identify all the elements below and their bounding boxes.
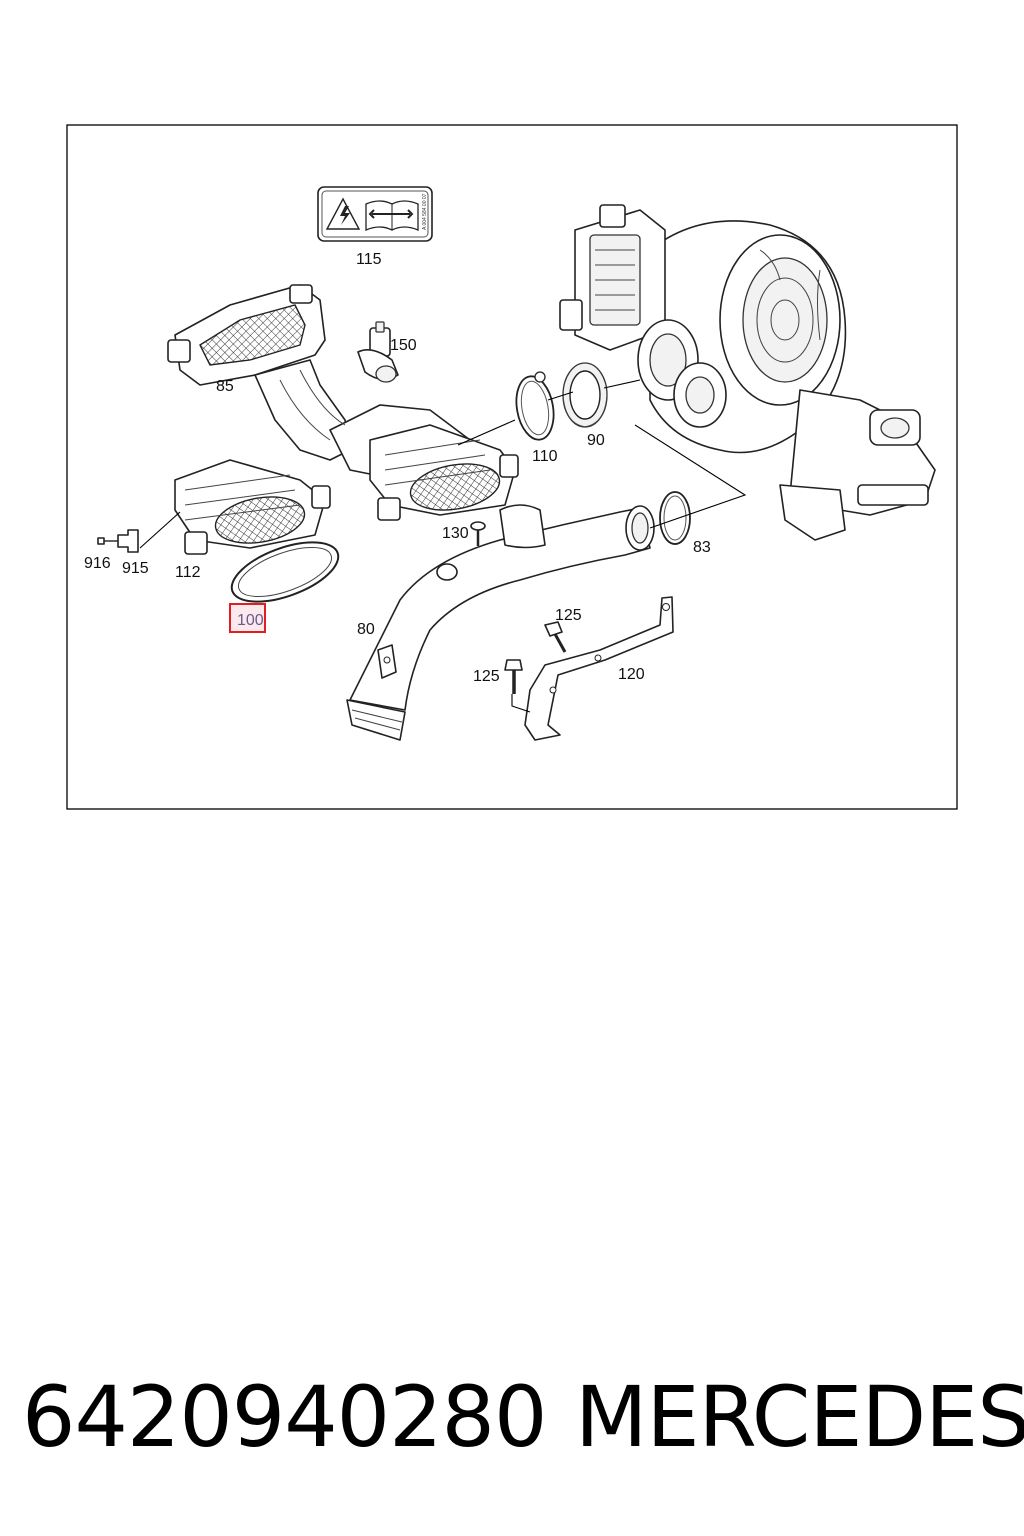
callout-90[interactable]: 90: [587, 432, 605, 449]
bracket-part-120[interactable]: [524, 596, 674, 741]
callout-110[interactable]: 110: [532, 448, 558, 465]
connector-part-915-916[interactable]: [97, 529, 139, 553]
svg-text:A 004 584 00 07: A 004 584 00 07: [422, 193, 428, 230]
callout-80[interactable]: 80: [357, 621, 375, 638]
lightning-bolt-icon: [340, 206, 350, 225]
seal-ring-part-83[interactable]: [659, 491, 691, 545]
bolt-part-125-lower[interactable]: [504, 659, 523, 694]
turbocharger-assembly: [559, 204, 936, 541]
seal-ring-part-100[interactable]: [224, 530, 346, 613]
callout-112[interactable]: 112: [175, 564, 201, 581]
warning-label-part-115[interactable]: A 004 584 00 07: [317, 186, 433, 242]
callout-915[interactable]: 915: [122, 560, 149, 577]
callout-130[interactable]: 130: [442, 525, 469, 542]
callout-150[interactable]: 150: [390, 337, 417, 354]
wrench-icon: [368, 209, 414, 219]
sleeve-part-90[interactable]: [562, 362, 608, 428]
callout-115[interactable]: 115: [356, 251, 382, 268]
leader-lines: [139, 379, 747, 713]
brand-name: MERCEDES: [575, 1368, 1024, 1466]
callout-125-lower[interactable]: 125: [473, 668, 500, 685]
bolt-part-125-upper[interactable]: [544, 621, 567, 653]
screw-part-130[interactable]: [470, 521, 486, 546]
highlight-box-100: [229, 603, 266, 633]
callout-916[interactable]: 916: [84, 555, 111, 572]
callout-100[interactable]: 100: [237, 612, 264, 629]
callout-85[interactable]: 85: [216, 378, 234, 395]
diagram-frame: [66, 124, 958, 810]
footer: 6420940280 MERCEDES: [0, 1362, 1024, 1472]
charge-air-pipe-part-80[interactable]: [346, 504, 655, 741]
callout-120[interactable]: 120: [618, 666, 645, 683]
air-filter-housing-part-112[interactable]: [174, 459, 331, 555]
callout-125-upper[interactable]: 125: [555, 607, 582, 624]
callout-83[interactable]: 83: [693, 539, 711, 556]
sensor-part-150[interactable]: [357, 321, 399, 383]
part-number: 6420940280: [22, 1368, 547, 1466]
clamp-part-110[interactable]: [512, 371, 559, 443]
air-filter-housing-right: [369, 424, 519, 521]
